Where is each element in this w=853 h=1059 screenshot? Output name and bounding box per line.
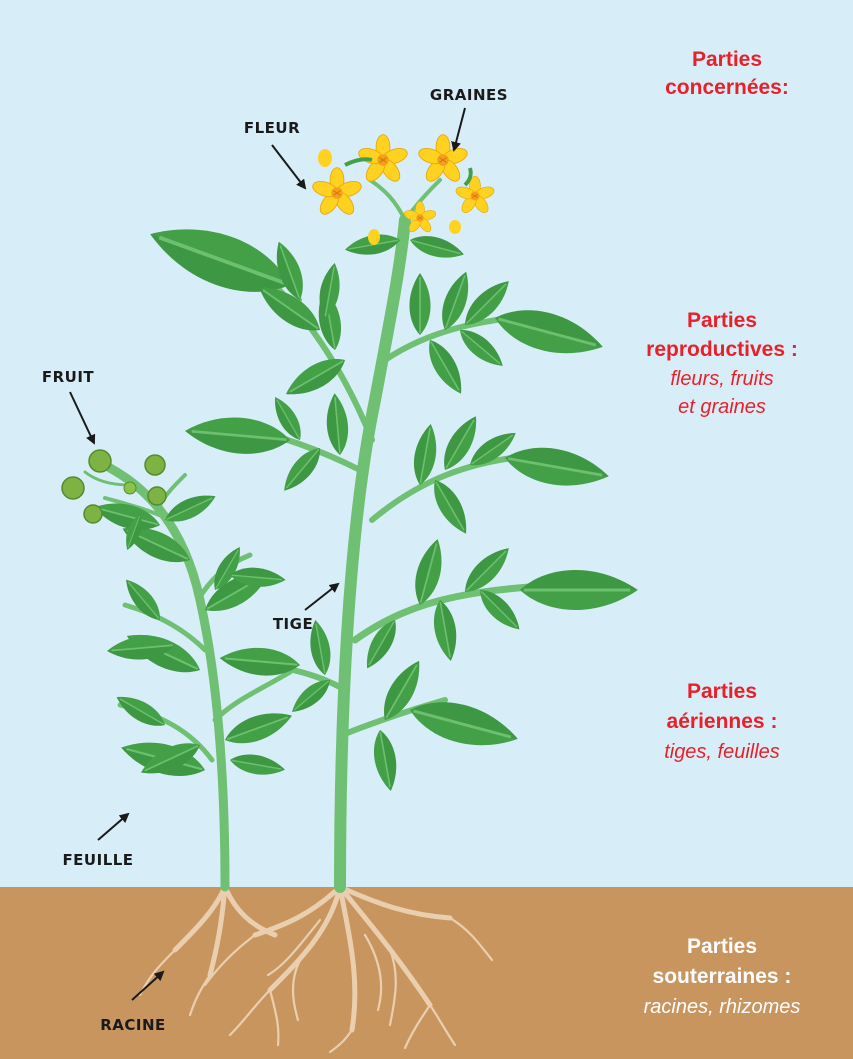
section-aeriennes-sub1: tiges, feuilles [664,741,780,763]
label-racine: RACINE [100,1016,166,1034]
section-reproductives-line1: Parties [687,309,757,332]
label-fleur: FLEUR [244,119,300,137]
section-concernees-line1: Parties [692,48,762,71]
section-souterraines-sub1: racines, rhizomes [644,996,801,1018]
section-reproductives-sub2: et graines [678,396,766,418]
section-concernees-line2: concernées: [665,76,789,99]
section-aeriennes-line2: aériennes : [667,710,778,733]
label-tige: TIGE [273,615,313,633]
section-aeriennes-line1: Parties [687,680,757,703]
section-souterraines-line2: souterraines : [653,965,792,988]
label-fruit: FRUIT [42,368,95,386]
label-feuille: FEUILLE [62,851,133,869]
label-graines: GRAINES [430,86,508,104]
section-reproductives-sub1: fleurs, fruits [670,368,773,390]
section-reproductives-line2: reproductives : [646,338,798,361]
section-souterraines-line1: Parties [687,935,757,958]
